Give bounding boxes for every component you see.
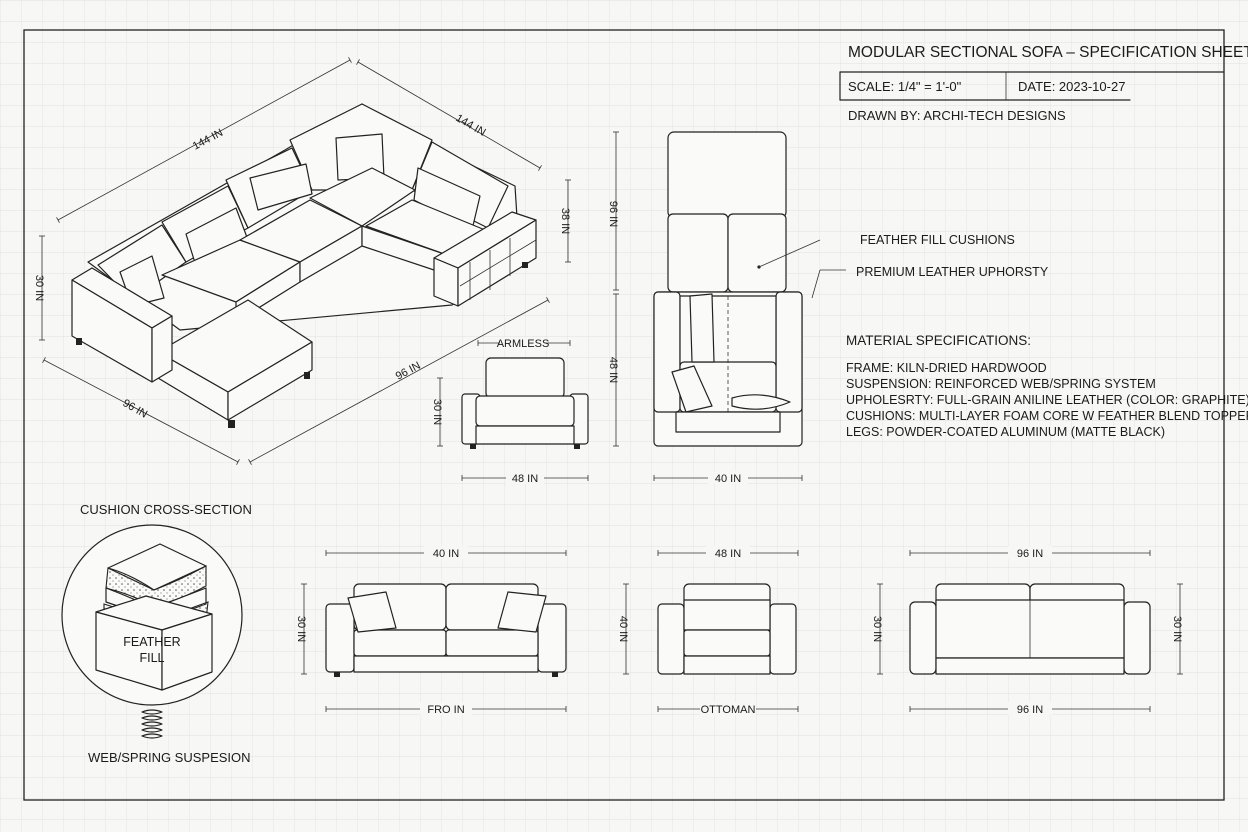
loveseat-dim-bottom: 96 IN bbox=[1017, 704, 1043, 716]
callout-cushions: FEATHER FILL CUSHIONS bbox=[860, 233, 1015, 247]
dim-line-bottom-right bbox=[248, 296, 550, 466]
scale-label: SCALE: 1/4" = 1'-0" bbox=[848, 79, 962, 94]
armless-module-view: ARMLESS 30 IN 48 IN bbox=[431, 337, 589, 485]
spec-upholstery: UPHOLESRTY: FULL-GRAIN ANILINE LEATHER (… bbox=[846, 393, 1248, 407]
dim-line-bottom-left bbox=[42, 356, 240, 466]
loveseat-dim-top: 96 IN bbox=[1017, 548, 1043, 560]
spec-cushions: CUSHIONS: MULTI-LAYER FOAM CORE W FEATHE… bbox=[846, 409, 1248, 423]
side-dim-width: 40 IN bbox=[715, 473, 741, 485]
side-view: 96 IN 48 IN FEATHER FILL CUSHIONS PREMIU… bbox=[607, 131, 1049, 485]
loveseat-dim-height-left: 30 IN bbox=[871, 616, 883, 642]
materials-heading: MATERIAL SPECIFICATIONS: bbox=[846, 333, 1031, 348]
cross-section-fill-line1: FEATHER bbox=[123, 635, 180, 649]
dim-line-top-right bbox=[356, 59, 542, 171]
sheet-title: MODULAR SECTIONAL SOFA – SPECIFICATION S… bbox=[848, 44, 1248, 61]
sofa-dim-height: 30 IN bbox=[295, 616, 307, 642]
dim-height-left: 30 IN bbox=[33, 275, 45, 301]
chair-dim-height: 40 IN bbox=[617, 616, 629, 642]
loveseat-dim-height-right: 30 IN bbox=[1171, 616, 1183, 642]
side-dim-lower: 48 IN bbox=[607, 357, 619, 383]
drawn-by-label: DRAWN BY: ARCHI-TECH DESIGNS bbox=[848, 108, 1066, 123]
spec-legs: LEGS: POWDER-COATED ALUMINUM (MATTE BLAC… bbox=[846, 425, 1165, 439]
date-label: DATE: 2023-10-27 bbox=[1018, 79, 1125, 94]
callout-upholstery: PREMIUM LEATHER UPHORSTY bbox=[856, 265, 1049, 279]
cross-section-suspension: WEB/SPRING SUSPESION bbox=[88, 750, 251, 765]
elevation-loveseat: 96 IN 30 IN 30 IN 96 IN bbox=[871, 546, 1184, 716]
material-specifications: MATERIAL SPECIFICATIONS: FRAME: KILN-DRI… bbox=[846, 333, 1248, 439]
cross-section-heading: CUSHION CROSS-SECTION bbox=[80, 502, 252, 517]
side-dim-upper: 96 IN bbox=[607, 201, 619, 227]
armless-dim-height: 30 IN bbox=[431, 399, 443, 425]
spec-frame: FRAME: KILN-DRIED HARDWOOD bbox=[846, 361, 1047, 375]
sofa-dim-top: 40 IN bbox=[433, 548, 459, 560]
isometric-sectional-view: 144 IN 144 IN 30 IN 38 IN 96 IN 96 IN bbox=[33, 57, 572, 466]
chair-dim-bottom: OTTOMAN bbox=[701, 704, 756, 716]
spec-suspension: SUSPENSION: REINFORCED WEB/SPRING SYSTEM bbox=[846, 377, 1156, 391]
title-block: MODULAR SECTIONAL SOFA – SPECIFICATION S… bbox=[839, 44, 1248, 123]
dim-line-top-left bbox=[56, 57, 352, 223]
elevation-sofa: 40 IN 30 IN FRO IN bbox=[295, 546, 567, 716]
armless-dim-width: 48 IN bbox=[512, 473, 538, 485]
armless-label: ARMLESS bbox=[497, 338, 550, 350]
cushion-cross-section: CUSHION CROSS-SECTION FEATHER FILL WEB/S… bbox=[61, 502, 252, 765]
elevation-chair: 48 IN 40 IN OTTOMAN bbox=[617, 546, 799, 716]
sofa-dim-bottom: FRO IN bbox=[427, 704, 464, 716]
cross-section-fill-line2: FILL bbox=[139, 651, 164, 665]
chair-dim-top: 48 IN bbox=[715, 548, 741, 560]
spring-icon bbox=[141, 709, 163, 739]
sheet-border bbox=[23, 29, 1225, 801]
dim-height-right: 38 IN bbox=[559, 208, 571, 234]
